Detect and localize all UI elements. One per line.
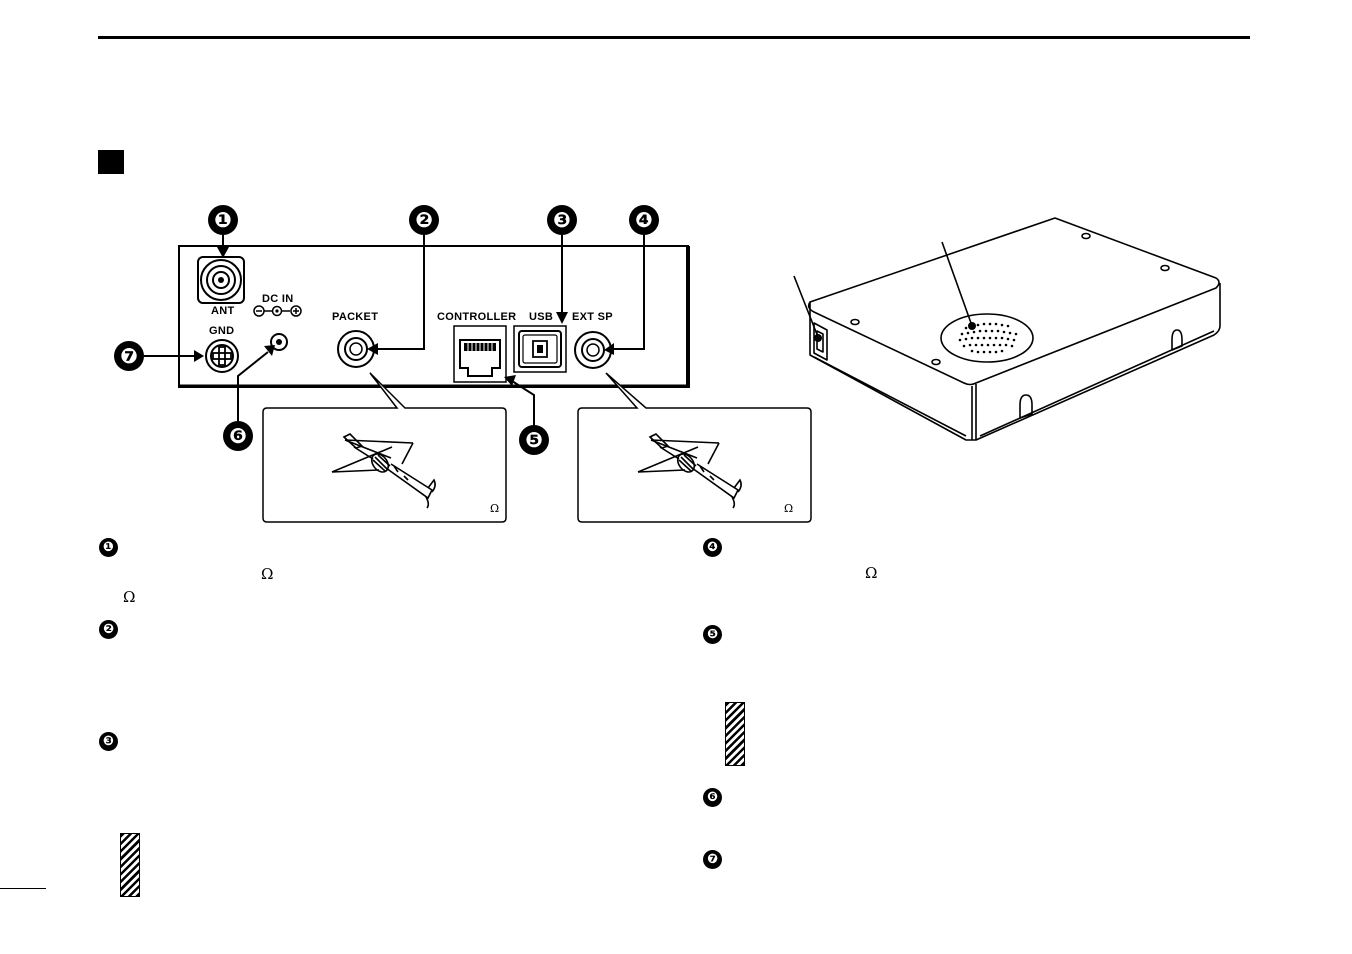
ext-sp-label: EXT SP — [572, 311, 613, 323]
callout-arrowheads — [194, 247, 614, 386]
item-1-ohm-a: Ω — [261, 565, 274, 583]
item-marker-7: ❼ — [703, 850, 722, 869]
packet-label: PACKET — [332, 311, 379, 323]
callout-3: ❸ — [547, 205, 577, 235]
header-rule — [98, 36, 1250, 39]
callout-2: ❷ — [409, 205, 439, 235]
item-marker-3: ❸ — [99, 732, 118, 751]
gnd-terminal-icon — [205, 339, 239, 373]
item-marker-6: ❻ — [703, 788, 722, 807]
hatched-caution-icon — [725, 702, 745, 766]
hatched-caution-icon — [120, 833, 140, 897]
dc-polarity-symbol-icon — [253, 305, 302, 317]
page-number-rule — [0, 888, 46, 889]
callout-5: ❺ — [519, 425, 549, 455]
usb-label: USB — [529, 311, 554, 323]
plug-icon — [637, 433, 742, 509]
ant-label: ANT — [211, 305, 235, 317]
callout-1: ❶ — [208, 205, 238, 235]
callout-4: ❹ — [629, 205, 659, 235]
section-marker-icon — [98, 150, 124, 174]
ant-connector-icon — [197, 256, 245, 304]
item-marker-1: ❶ — [99, 538, 118, 557]
usb-jack-icon — [513, 325, 567, 373]
dc-in-label: DC IN — [262, 293, 294, 305]
packet-detail-ohm: Ω — [490, 502, 500, 515]
ext-sp-detail-ohm: Ω — [784, 502, 794, 515]
item-marker-5: ❺ — [703, 625, 722, 644]
callout-7: ❼ — [114, 341, 144, 371]
controller-jack-icon — [453, 325, 507, 383]
item-1-ohm-b: Ω — [123, 588, 136, 606]
item-marker-2: ❷ — [99, 620, 118, 639]
dc-in-jack-icon — [270, 333, 288, 351]
gnd-label: GND — [209, 325, 235, 337]
item-4-ohm: Ω — [865, 564, 878, 582]
ext-sp-plug-detail — [577, 372, 812, 523]
plug-icon — [331, 433, 436, 509]
packet-plug-detail — [262, 372, 507, 523]
item-marker-4: ❹ — [703, 538, 722, 557]
controller-label: CONTROLLER — [437, 311, 517, 323]
callout-6: ❻ — [223, 421, 253, 451]
callout-lines — [144, 235, 645, 426]
